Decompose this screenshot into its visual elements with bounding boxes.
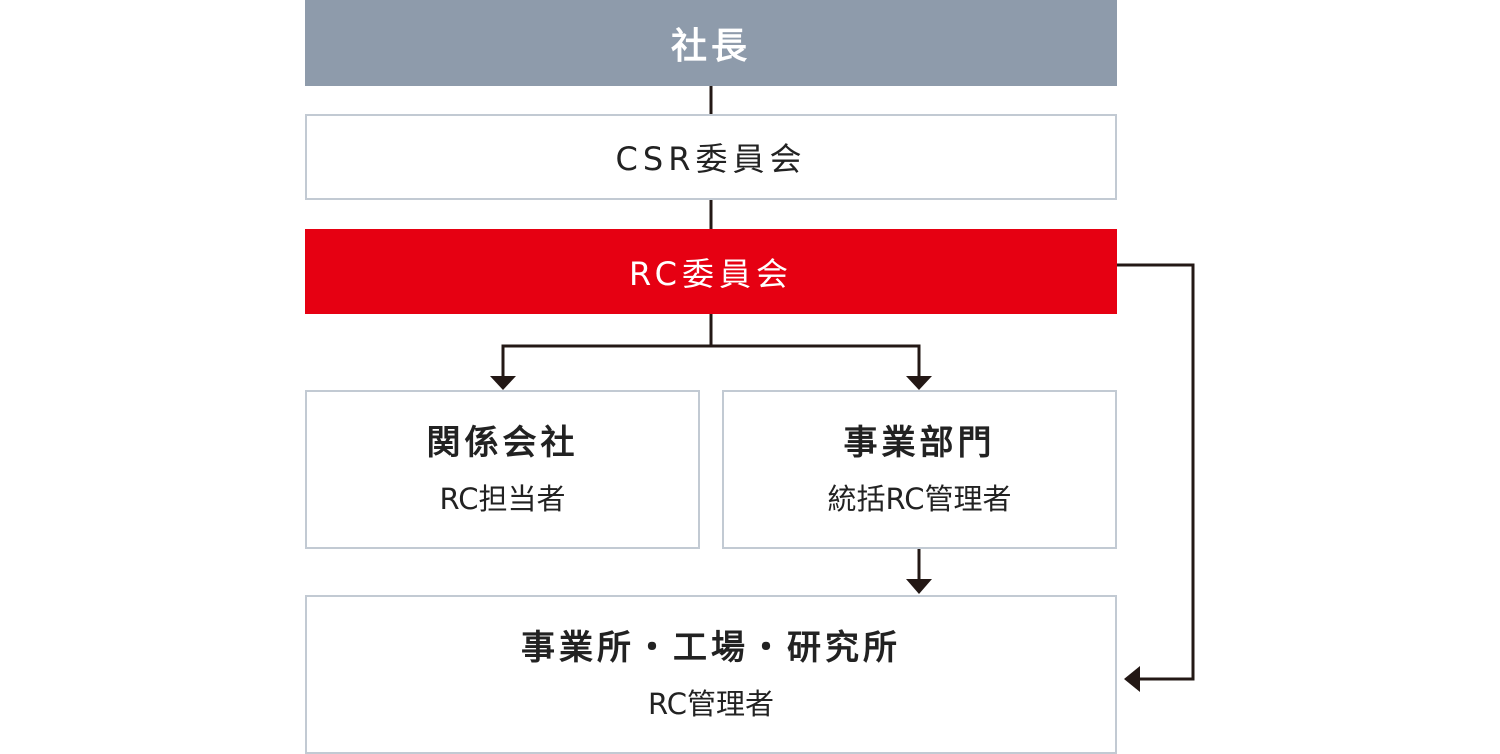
business-divisions-box: 事業部門 統括RC管理者 xyxy=(722,390,1117,549)
business-divisions-title: 事業部門 xyxy=(843,422,996,463)
csr-committee-label: CSR委員会 xyxy=(615,140,807,178)
connector-rc-sites-side xyxy=(1117,263,1195,681)
csr-committee-box: CSR委員会 xyxy=(305,114,1117,200)
arrowhead-divisions xyxy=(906,376,932,390)
president-label: 社長 xyxy=(670,26,751,67)
president-box: 社長 xyxy=(305,0,1117,86)
affiliates-title: 関係会社 xyxy=(426,422,579,463)
connector-rc-branch xyxy=(501,344,921,377)
affiliates-role: RC担当者 xyxy=(439,481,566,516)
arrowhead-sites-side xyxy=(1124,666,1140,692)
arrowhead-sites xyxy=(906,579,932,594)
rc-committee-label: RC委員会 xyxy=(629,254,793,293)
sites-title: 事業所・工場・研究所 xyxy=(521,627,901,668)
affiliates-box: 関係会社 RC担当者 xyxy=(305,390,700,549)
sites-role: RC管理者 xyxy=(648,686,774,721)
arrowhead-affiliates xyxy=(490,376,516,390)
sites-box: 事業所・工場・研究所 RC管理者 xyxy=(305,595,1117,754)
business-divisions-role: 統括RC管理者 xyxy=(827,481,1012,516)
rc-committee-box: RC委員会 xyxy=(305,229,1117,314)
